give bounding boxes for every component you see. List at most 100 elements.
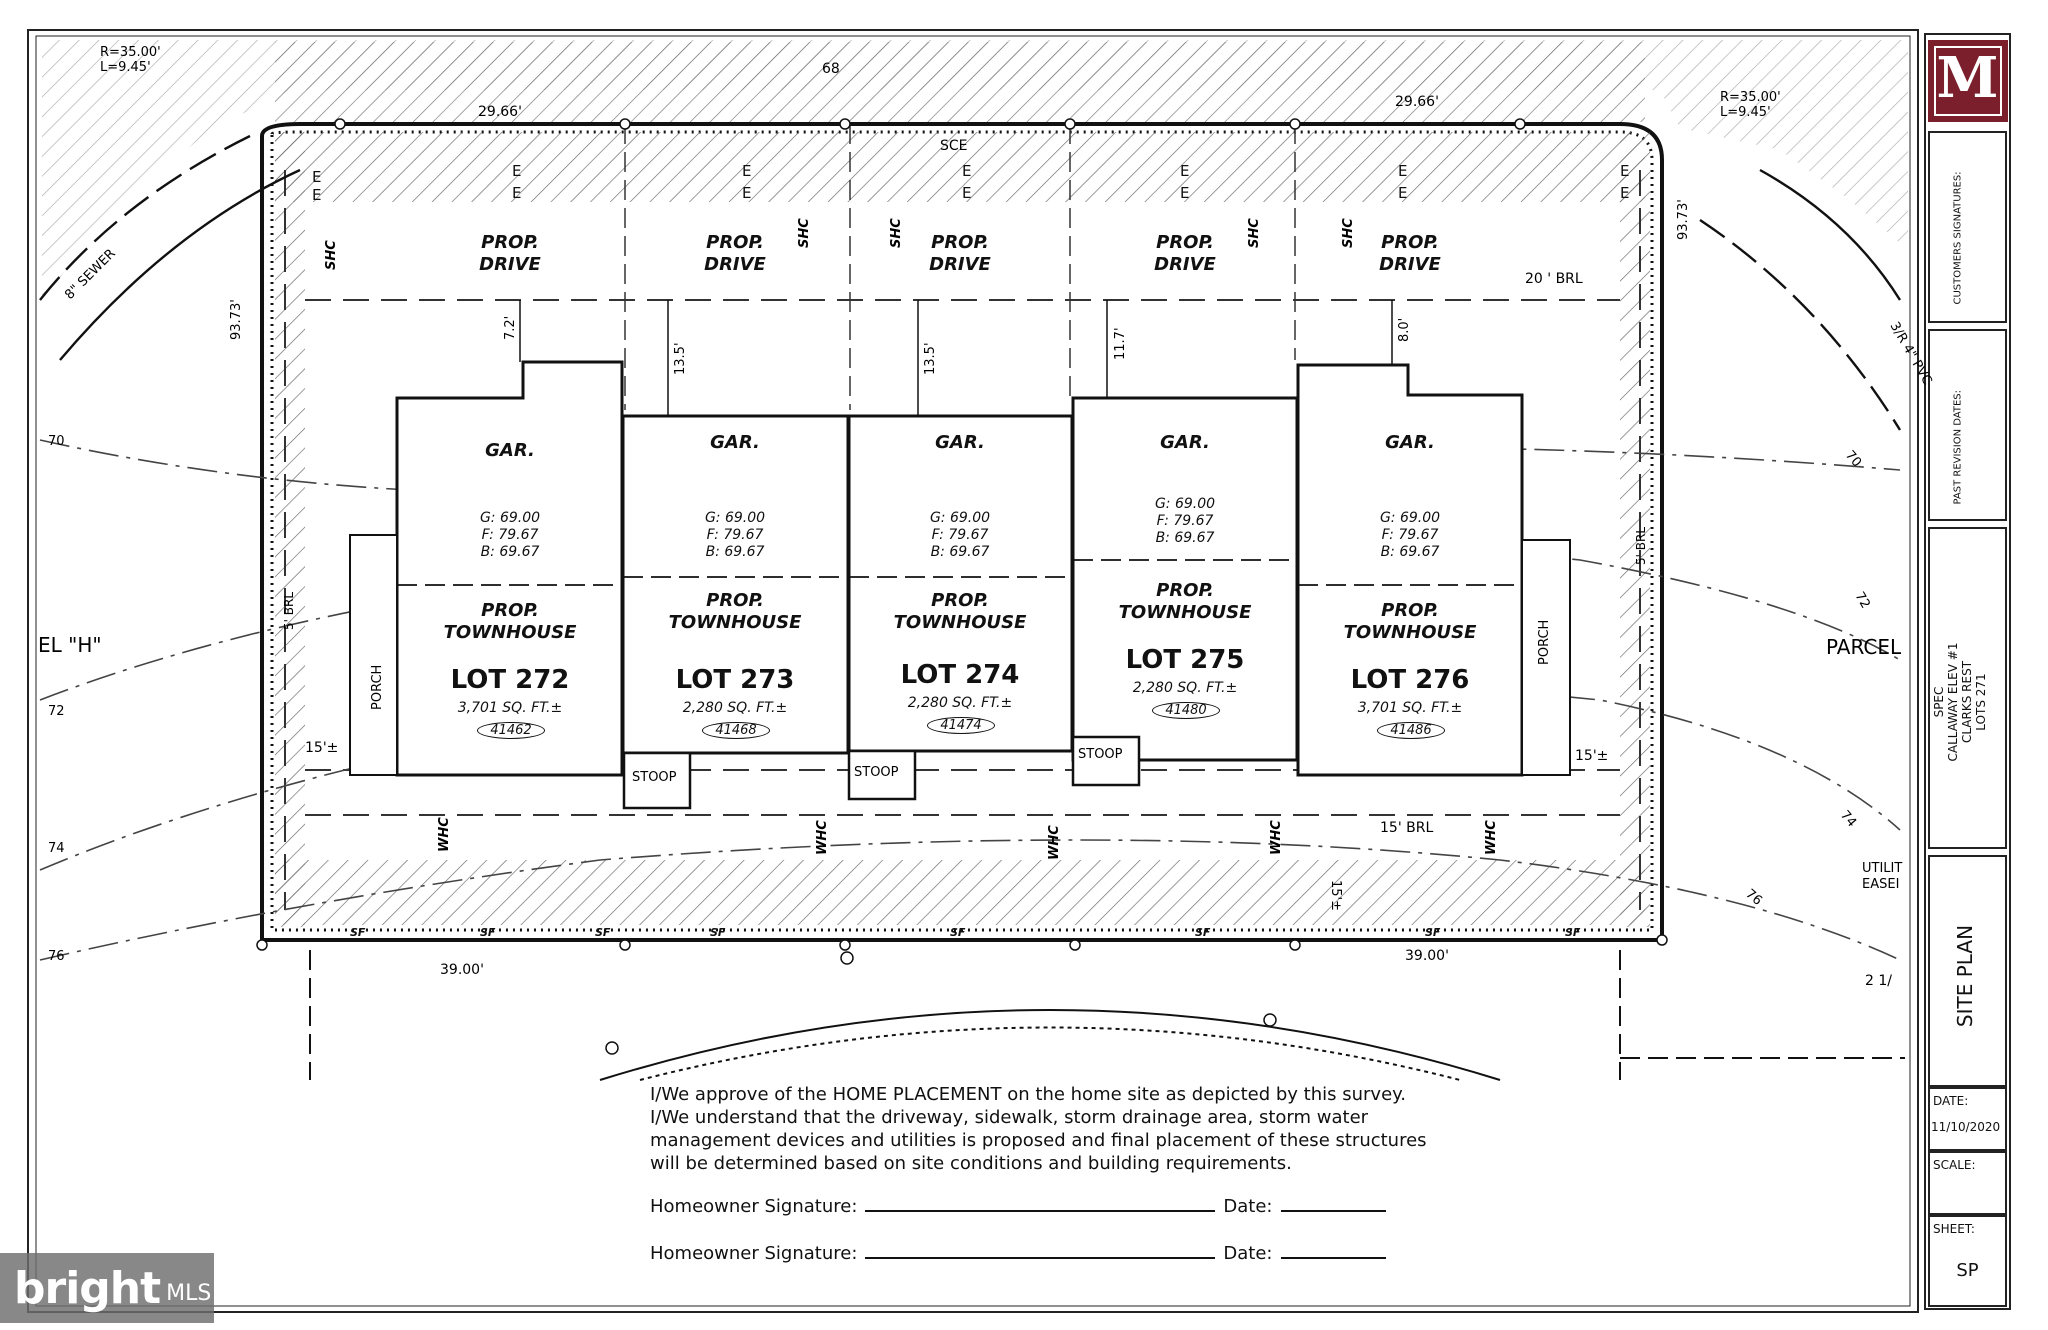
silt-fence-mark-6: SF [1425,926,1441,939]
drive-label-273-2: DRIVE [704,254,766,275]
project-lots: LOTS 271 [1974,673,1988,731]
townhouse-label-274-2: TOWNHOUSE [893,612,1027,633]
approval-line-3: management devices and utilities is prop… [650,1130,1427,1151]
porches [349,534,1571,776]
lot-id-275: 41480 [1152,702,1220,719]
silt-fence-mark-0: SF [350,926,366,939]
stoop-273-label: STOOP [632,770,677,785]
elev-g-275: G: 69.00 [1154,496,1216,512]
survey-points [256,118,1668,1055]
elev-f-274: F: 79.67 [931,527,989,543]
whc-label-3: WHC [1047,825,1062,860]
lot-area-273: 2,280 SQ. FT.± [682,700,788,716]
silt-fence-mark-1: SF [480,926,496,939]
approval-line-2: I/We understand that the driveway, sidew… [650,1107,1369,1128]
silt-fence-mark-2: SF [595,926,611,939]
elev-b-275: B: 69.67 [1155,530,1215,546]
parcel-label-right: PARCEL [1826,635,1902,659]
logo-mark [1928,40,2008,122]
brl-left-label: 5' BRL [282,592,296,630]
lot-number-272: LOT 272 [450,665,570,695]
elev-g-272: G: 69.00 [479,510,541,526]
whc-label-5: WHC [1484,820,1499,855]
drive-dim-272: 7.2' [503,316,518,340]
date-label-1: Date: [1223,1196,1273,1217]
signature-label-1: Homeowner Signature: [650,1196,858,1217]
curve-length-right: L=9.45' [1720,105,1771,120]
townhouse-label-273-1: PROP. [706,590,764,611]
drive-dimensions [519,300,1393,416]
silt-fence-mark-4: SF [950,926,966,939]
date-label: DATE: [1933,1094,1969,1108]
project-spec: SPEC [1932,686,1946,718]
signature-field-1[interactable] [865,1196,1216,1212]
townhouse-label-275-2: TOWNHOUSE [1118,602,1252,623]
bottom-dim-right: 39.00' [1405,948,1449,964]
bottom-dim-left: 39.00' [440,962,484,978]
easement-hatch [275,132,1650,927]
silt-fence-mark-7: SF [1565,926,1581,939]
utility-label-1: UTILIT [1862,861,1902,876]
electric-mark-5: E [742,184,752,202]
brl-top-label: 20 ' BRL [1525,271,1583,287]
side-dim-right: 93.73' [1676,199,1691,240]
drive-label-273-1: PROP. [706,232,764,253]
lot-number-275: LOT 275 [1125,645,1245,675]
drive-label-276-2: DRIVE [1379,254,1441,275]
electric-mark-2: E [512,162,522,180]
drive-label-272-2: DRIVE [479,254,541,275]
silt-fence-mark-5: SF [1195,926,1211,939]
inner-border [35,35,1911,1307]
elev-g-276: G: 69.00 [1379,510,1441,526]
watermark-brand: bright [14,1262,161,1314]
drive-label-275-2: DRIVE [1154,254,1216,275]
setback-bottom: 15'± [1328,880,1343,911]
whc-label-1: WHC [437,817,452,852]
date-field-1[interactable] [1280,1196,1386,1212]
garage-label-275: GAR. [1160,432,1210,453]
elev-b-276: B: 69.67 [1380,544,1440,560]
project-community: CLARKS REST [1960,660,1974,744]
elev-g-274: G: 69.00 [929,510,991,526]
garage-label-276: GAR. [1385,432,1435,453]
parcel-label-left: EL "H" [38,633,102,657]
customers-signatures-label: CUSTOMERS SIGNATURES: [1952,171,1964,305]
whc-label-4: WHC [1269,820,1284,855]
mls-watermark: bright MLS [0,1253,214,1323]
signature-field-2[interactable] [865,1243,1216,1259]
road-label-right: 2 1/ [1865,973,1892,989]
electric-mark-0: E [312,168,322,186]
brl-right-label: 5' BRL [1634,527,1648,565]
contour-74-left: 74 [48,841,65,856]
townhouse-label-274-1: PROP. [931,590,989,611]
title-block: M CUSTOMERS SIGNATURES: PAST REVISION DA… [1925,34,2010,1309]
electric-mark-6: E [962,162,972,180]
logo-letter: M [1936,45,1999,111]
contour-76-left: 76 [48,949,65,964]
lot-id-273: 41468 [702,722,770,739]
sheet-value: SP [1956,1260,1979,1281]
townhouse-footprints [395,360,1524,777]
date-field-2[interactable] [1280,1243,1386,1259]
side-dim-left: 93.73' [229,299,244,340]
scale-label: SCALE: [1933,1158,1976,1172]
contour-70-left: 70 [48,434,65,449]
lot-number-274: LOT 274 [900,660,1020,690]
lot-id-272: 41462 [477,722,545,739]
porch-left-label: PORCH [370,665,385,710]
elev-g-273: G: 69.00 [704,510,766,526]
sheet-title: SITE PLAN [1953,924,1977,1028]
electric-mark-12: E [1620,162,1630,180]
townhouse-label-276-1: PROP. [1381,600,1439,621]
stoops [622,735,1141,810]
electric-mark-8: E [1180,162,1190,180]
sce-label: SCE [940,138,968,154]
elev-f-275: F: 79.67 [1156,513,1214,529]
shc-label-1: SHC [324,240,339,270]
curve-label-left: R=35.00' [100,45,161,60]
townhouse-label-273-2: TOWNHOUSE [668,612,802,633]
elev-f-276: F: 79.67 [1381,527,1439,543]
approval-line-1: I/We approve of the HOME PLACEMENT on th… [650,1084,1406,1105]
electric-mark-1: E [312,186,322,204]
